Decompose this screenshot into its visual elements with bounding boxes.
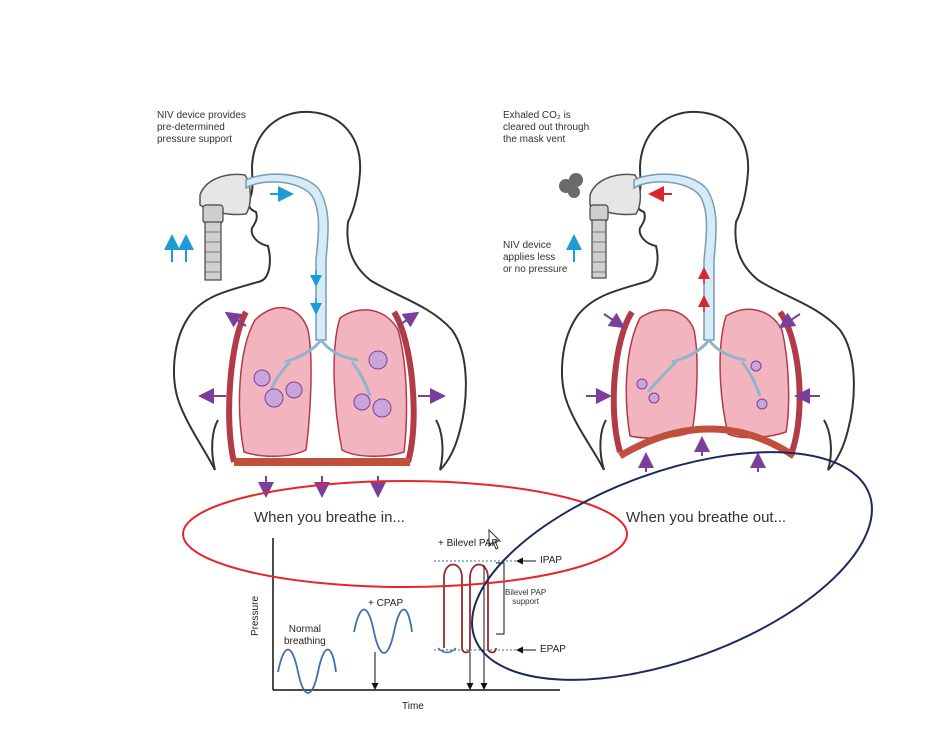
cpap-waveform	[353, 608, 413, 654]
normal-waveform	[277, 648, 337, 694]
co2-note: Exhaled CO₂ is cleared out through the m…	[503, 110, 590, 145]
right-arm-line	[823, 419, 832, 471]
epap-label: EPAP	[540, 644, 566, 655]
body-outline	[173, 110, 467, 471]
normal-breathing-label: Normal breathing	[284, 624, 326, 647]
inhale-caption: When you breathe in...	[254, 509, 405, 526]
left-lung	[625, 309, 698, 439]
hose-connector	[589, 204, 609, 222]
inhale-highlight-ellipse	[182, 480, 628, 588]
pressure-note: NIV device applies less or no pressure	[503, 240, 568, 275]
support-label: Bilevel PAP support	[505, 588, 547, 606]
diaphragm	[618, 425, 796, 460]
airway	[245, 173, 329, 341]
exhale-caption: When you breathe out...	[626, 509, 787, 526]
left-arm-line	[599, 419, 607, 471]
hose-connector	[202, 204, 224, 224]
right-lung	[333, 309, 408, 458]
exhale-highlight-ellipse	[471, 451, 873, 681]
ipap-label: IPAP	[540, 555, 563, 566]
inhale-note: NIV device provides pre-determined press…	[157, 110, 246, 145]
right-arm-line	[435, 419, 444, 471]
hose	[591, 219, 607, 279]
body-outline	[561, 110, 855, 471]
airway	[633, 173, 717, 341]
bilevel-waveform	[443, 563, 497, 654]
hose	[204, 221, 222, 281]
chart-ylabel: Pressure	[250, 595, 261, 636]
cpap-label: + CPAP	[368, 598, 404, 609]
left-rib	[610, 310, 635, 453]
pressure-chart	[272, 538, 560, 694]
cursor-icon	[488, 528, 502, 550]
chart-xlabel: Time	[402, 701, 424, 712]
bilevel-label: + Bilevel PAP	[438, 538, 499, 549]
right-lung	[719, 308, 790, 439]
exhale-figure	[559, 110, 855, 472]
support-bracket	[496, 562, 505, 635]
left-arm-line	[211, 419, 219, 471]
co2-cloud-icon	[559, 173, 583, 198]
diaphragm	[234, 458, 410, 466]
inhale-figure	[164, 110, 467, 498]
